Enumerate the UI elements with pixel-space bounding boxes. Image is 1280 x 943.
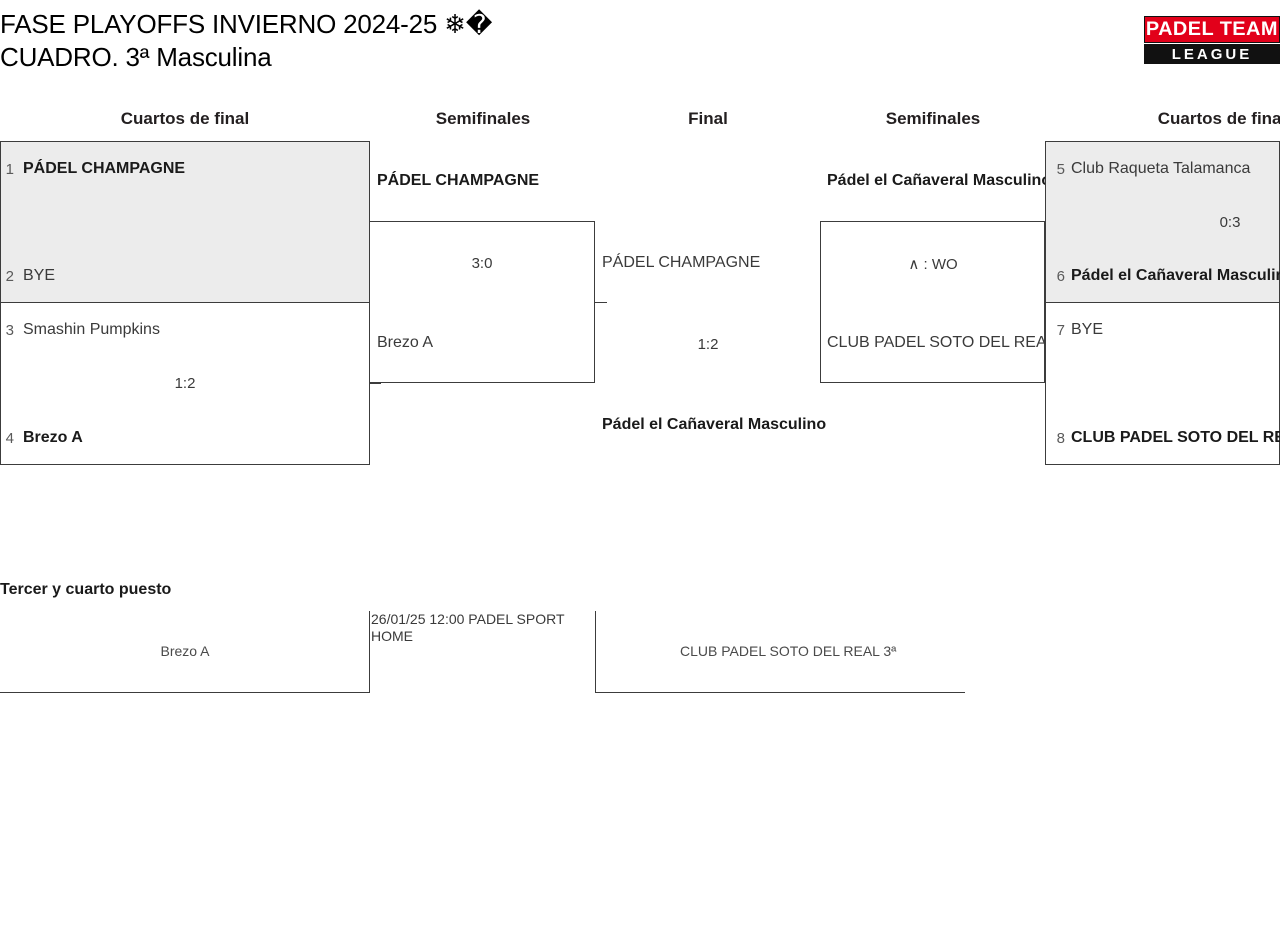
team-name-clip-wrapper: Pádel el Cañaveral Masculino	[1071, 267, 1280, 289]
seed-number: 3	[5, 322, 14, 339]
third-place-title: Tercer y cuarto puesto	[0, 581, 172, 598]
connector-sf-left	[595, 302, 607, 303]
seed-number: 2	[5, 268, 14, 285]
third-place-left-team[interactable]: Brezo A	[160, 643, 210, 659]
match-score: ∧ : WO	[908, 256, 958, 273]
third-place-right-bottom-line	[595, 692, 965, 693]
padel-team-league-logo: PADEL TEAM LEAGUE	[1144, 16, 1280, 64]
team-name[interactable]: Brezo A	[377, 334, 434, 351]
team-name[interactable]: Pádel el Cañaveral Masculino	[602, 416, 827, 433]
team-name[interactable]: Brezo A	[23, 429, 83, 446]
team-name[interactable]: PÁDEL CHAMPAGNE	[602, 254, 761, 271]
team-name-clip-wrapper: Club Raqueta Talamanca	[1071, 160, 1280, 182]
round-header-final: Final	[688, 109, 728, 128]
match-box-qf-right-2[interactable]	[1045, 302, 1280, 465]
third-place-right-team[interactable]: CLUB PADEL SOTO DEL REAL 3ª	[680, 643, 897, 659]
team-name-clip-wrapper: CLUB PADEL SOTO DEL REAL 3ª	[1071, 429, 1280, 451]
third-place-left-right-line	[369, 611, 370, 693]
round-header-semis-left: Semifinales	[435, 109, 531, 128]
match-box-sf-right[interactable]	[820, 221, 1045, 383]
match-box-qf-left-1[interactable]	[0, 141, 370, 303]
team-name[interactable]: Smashin Pumpkins	[23, 321, 160, 338]
team-name[interactable]: Pádel el Cañaveral Masculino	[827, 172, 1052, 189]
team-name[interactable]: Pádel el Cañaveral Masculino	[1071, 267, 1280, 284]
logo-top-band: PADEL TEAM	[1144, 16, 1280, 43]
logo-padel-team-text: PADEL TEAM	[1145, 18, 1279, 40]
logo-bottom-band: LEAGUE	[1144, 44, 1280, 64]
round-header-semis-right: Semifinales	[885, 109, 981, 128]
match-box-qf-left-2[interactable]	[0, 302, 370, 465]
seed-number: 6	[1056, 268, 1065, 285]
seed-number: 1	[5, 161, 14, 178]
team-name[interactable]: Club Raqueta Talamanca	[1071, 160, 1251, 177]
round-header-quarters-left: Cuartos de final	[120, 109, 250, 128]
round-header-quarters-right: Cuartos de final	[1157, 109, 1280, 128]
seed-number: 5	[1056, 161, 1065, 178]
page-title: FASE PLAYOFFS INVIERNO 2024-25 ❄� CUADRO…	[0, 9, 493, 72]
third-place-right-left-line	[595, 611, 596, 693]
third-place-match-info: 26/01/25 12:00 PADEL SPORT HOME	[371, 611, 565, 644]
team-name[interactable]: PÁDEL CHAMPAGNE	[23, 160, 186, 177]
connector-qf-left-2	[369, 383, 381, 384]
match-score: 0:3	[1219, 214, 1241, 231]
team-name[interactable]: CLUB PADEL SOTO DEL REAL 3ª	[1071, 429, 1280, 446]
seed-number: 8	[1056, 430, 1065, 447]
third-place-left-bottom-line	[0, 692, 370, 693]
seed-number: 7	[1056, 322, 1065, 339]
team-name[interactable]: BYE	[23, 267, 56, 284]
logo-league-text: LEAGUE	[1171, 45, 1253, 63]
match-box-sf-left[interactable]	[369, 221, 595, 383]
match-score: 1:2	[697, 336, 719, 353]
team-name[interactable]: CLUB PADEL SOTO DEL REAL 3ª	[827, 334, 1045, 351]
team-name-clip-wrapper: CLUB PADEL SOTO DEL REAL 3ª	[827, 334, 1045, 356]
match-score: 1:2	[174, 375, 196, 392]
seed-number: 4	[5, 430, 14, 447]
match-score: 3:0	[471, 255, 493, 272]
team-name[interactable]: BYE	[1071, 321, 1104, 338]
team-name[interactable]: PÁDEL CHAMPAGNE	[377, 172, 540, 189]
